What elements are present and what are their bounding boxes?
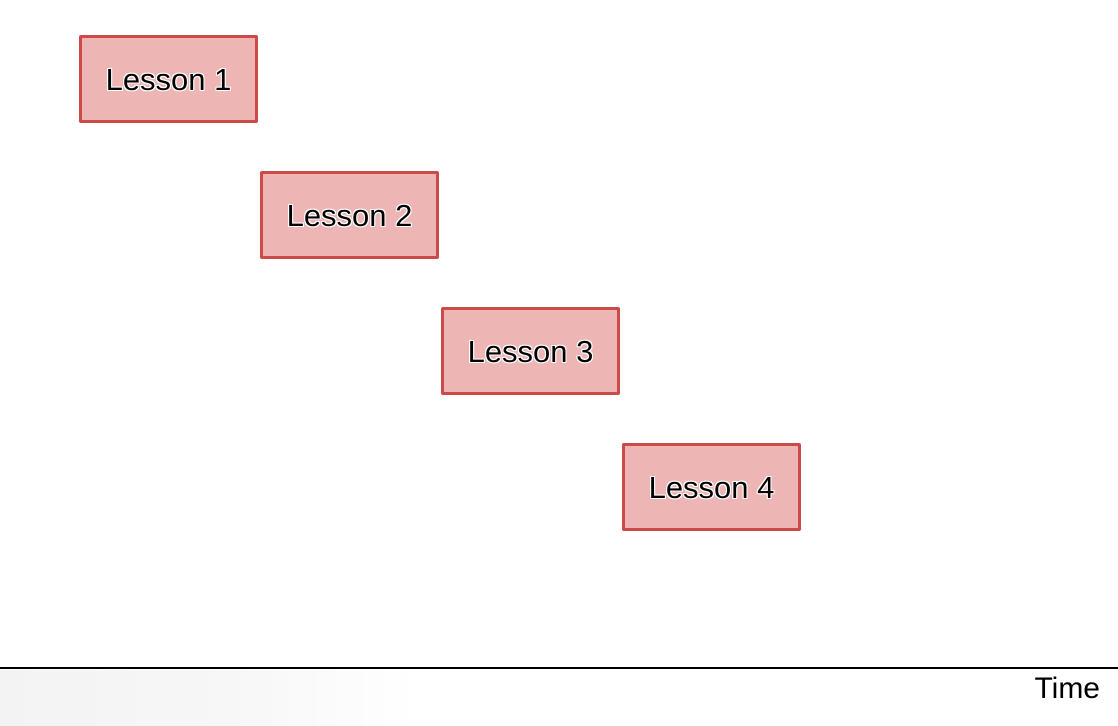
- time-axis-label: Time: [1034, 672, 1100, 705]
- lesson-label-3: Lesson 3: [467, 333, 594, 369]
- time-axis-line: [0, 667, 1118, 669]
- bottom-shading: [0, 670, 420, 726]
- lesson-label-1: Lesson 1: [105, 61, 232, 97]
- lesson-box-3: Lesson 3: [441, 307, 620, 395]
- lesson-box-1: Lesson 1: [79, 35, 258, 123]
- lesson-box-2: Lesson 2: [260, 171, 439, 259]
- lesson-label-2: Lesson 2: [286, 197, 413, 233]
- lesson-box-4: Lesson 4: [622, 443, 801, 531]
- lesson-label-4: Lesson 4: [648, 469, 775, 505]
